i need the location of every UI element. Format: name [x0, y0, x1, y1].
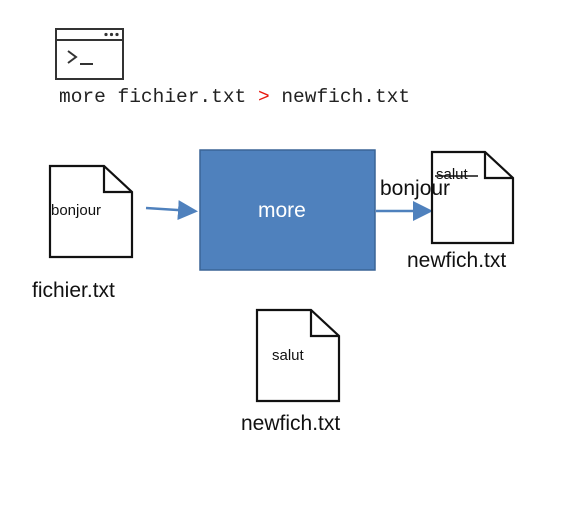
- command-program: more: [59, 86, 106, 108]
- original-filename: newfich.txt: [241, 412, 341, 435]
- flow-text: bonjour: [380, 177, 451, 200]
- command-input-file: fichier.txt: [117, 86, 247, 108]
- document-icon: [255, 308, 341, 403]
- original-doc-content: salut: [272, 347, 304, 364]
- redirect-operator: >: [257, 86, 270, 108]
- source-filename: fichier.txt: [32, 279, 115, 302]
- overwritten-filename: newfich.txt: [407, 249, 507, 272]
- input-arrow: [145, 200, 198, 221]
- command-line: more fichier.txt > newfich.txt: [59, 86, 410, 108]
- document-icon: [48, 164, 134, 259]
- overwritten-doc-content: salut: [436, 166, 468, 183]
- process-box: [199, 149, 376, 271]
- terminal-icon: [55, 28, 124, 80]
- process-label: more: [258, 199, 306, 222]
- command-output-file: newfich.txt: [281, 86, 411, 108]
- source-doc-content: bonjour: [51, 202, 102, 219]
- document-icon: [430, 150, 515, 245]
